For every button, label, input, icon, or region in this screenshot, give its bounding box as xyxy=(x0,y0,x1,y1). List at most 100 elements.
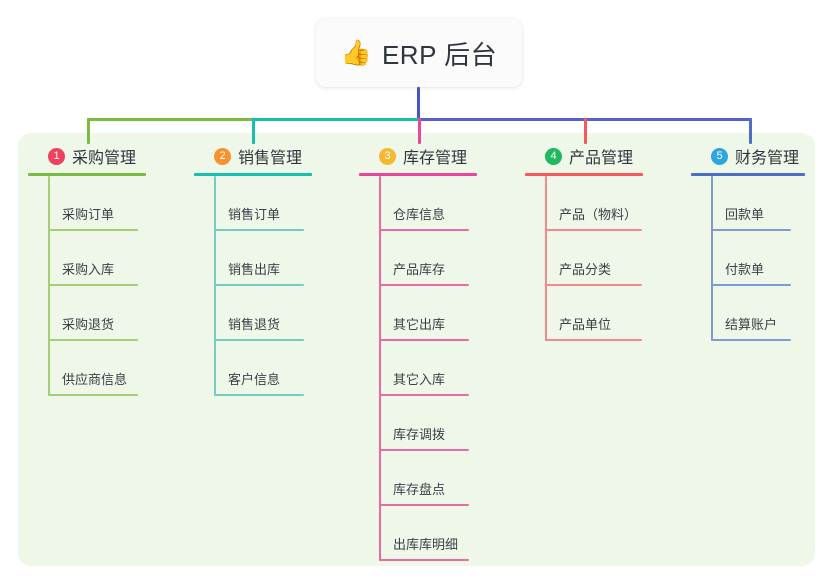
leaf-label: 出库库明细 xyxy=(393,537,459,552)
column-items-inventory: 仓库信息产品库存其它出库其它入库库存调拨库存盘点出库库明细 xyxy=(359,176,477,561)
leaf-node[interactable]: 产品单位 xyxy=(545,286,643,341)
column-rule-inventory xyxy=(359,173,477,176)
leaf-rule xyxy=(379,449,469,451)
leaf-rule xyxy=(711,229,791,231)
leaf-node[interactable]: 出库库明细 xyxy=(379,506,477,561)
leaf-label: 销售出库 xyxy=(228,262,281,277)
leaf-node[interactable]: 产品库存 xyxy=(379,231,477,286)
root-node[interactable]: 👍 ERP 后台 xyxy=(316,19,522,87)
leaf-label: 供应商信息 xyxy=(62,372,128,387)
leaf-label: 采购订单 xyxy=(62,207,115,222)
leaf-node[interactable]: 付款单 xyxy=(711,231,805,286)
column-spine-inventory xyxy=(379,176,381,561)
leaf-rule xyxy=(545,339,642,341)
column-items-sales: 销售订单销售出库销售退货客户信息 xyxy=(194,176,312,396)
column-inventory: 3 库存管理仓库信息产品库存其它出库其它入库库存调拨库存盘点出库库明细 xyxy=(359,143,477,561)
badge-number-inventory: 3 xyxy=(379,147,396,165)
leaf-label: 产品单位 xyxy=(559,317,612,332)
column-header-finance[interactable]: 5 财务管理 xyxy=(691,143,805,169)
leaf-label: 销售退货 xyxy=(228,317,281,332)
column-items-purchase: 采购订单采购入库采购退货供应商信息 xyxy=(28,176,146,396)
leaf-node[interactable]: 库存调拨 xyxy=(379,396,477,451)
leaf-label: 销售订单 xyxy=(228,207,281,222)
column-spine-purchase xyxy=(48,176,50,396)
leaf-rule xyxy=(214,339,304,341)
leaf-node[interactable]: 采购订单 xyxy=(48,176,146,231)
column-items-product: 产品（物料） 产品分类产品单位 xyxy=(525,176,643,341)
leaf-label: 产品（物料） xyxy=(559,207,638,222)
leaf-node[interactable]: 采购退货 xyxy=(48,286,146,341)
segment-teal xyxy=(252,118,420,121)
drop-finance xyxy=(749,118,752,144)
leaf-node[interactable]: 结算账户 xyxy=(711,286,805,341)
column-title-product: 产品管理 xyxy=(569,150,634,167)
leaf-rule xyxy=(379,229,469,231)
column-spine-product xyxy=(545,176,547,341)
leaf-label: 其它入库 xyxy=(393,372,446,387)
leaf-label: 库存调拨 xyxy=(393,427,446,442)
badge-number-sales: 2 xyxy=(214,147,231,165)
leaf-rule xyxy=(545,229,642,231)
leaf-rule xyxy=(379,284,469,286)
column-spine-sales xyxy=(214,176,216,396)
leaf-node[interactable]: 采购入库 xyxy=(48,231,146,286)
root-connector-stem xyxy=(417,87,420,120)
column-header-inventory[interactable]: 3 库存管理 xyxy=(359,143,477,169)
diagram-panel xyxy=(18,133,815,566)
leaf-node[interactable]: 回款单 xyxy=(711,176,805,231)
leaf-rule xyxy=(379,394,469,396)
leaf-label: 付款单 xyxy=(725,262,765,277)
column-rule-finance xyxy=(691,173,805,176)
root-node-label: ERP 后台 xyxy=(381,39,498,70)
leaf-node[interactable]: 产品（物料） xyxy=(545,176,643,231)
leaf-label: 客户信息 xyxy=(228,372,281,387)
leaf-rule xyxy=(48,229,138,231)
badge-number-purchase: 1 xyxy=(48,147,65,165)
leaf-rule xyxy=(711,339,791,341)
column-spine-finance xyxy=(711,176,713,341)
leaf-rule xyxy=(48,394,138,396)
drop-inventory xyxy=(418,118,421,144)
leaf-label: 采购入库 xyxy=(62,262,115,277)
leaf-node[interactable]: 供应商信息 xyxy=(48,341,146,396)
leaf-rule xyxy=(711,284,791,286)
badge-number-finance: 5 xyxy=(711,147,728,165)
leaf-node[interactable]: 销售退货 xyxy=(214,286,312,341)
leaf-label: 仓库信息 xyxy=(393,207,446,222)
column-title-inventory: 库存管理 xyxy=(403,150,468,167)
leaf-node[interactable]: 销售出库 xyxy=(214,231,312,286)
leaf-node[interactable]: 客户信息 xyxy=(214,341,312,396)
column-header-product[interactable]: 4 产品管理 xyxy=(525,143,643,169)
column-rule-sales xyxy=(194,173,312,176)
leaf-rule xyxy=(214,229,304,231)
leaf-node[interactable]: 仓库信息 xyxy=(379,176,477,231)
column-header-sales[interactable]: 2 销售管理 xyxy=(194,143,312,169)
leaf-node[interactable]: 库存盘点 xyxy=(379,451,477,506)
column-finance: 5 财务管理回款单付款单结算账户 xyxy=(691,143,805,341)
leaf-label: 产品分类 xyxy=(559,262,612,277)
leaf-node[interactable]: 销售订单 xyxy=(214,176,312,231)
drop-sales xyxy=(252,118,255,144)
leaf-rule xyxy=(379,559,469,561)
thumbs-up-icon: 👍 xyxy=(340,38,372,67)
leaf-rule xyxy=(545,284,642,286)
column-title-finance: 财务管理 xyxy=(735,150,800,167)
drop-purchase xyxy=(87,118,90,144)
leaf-label: 库存盘点 xyxy=(393,482,446,497)
column-title-sales: 销售管理 xyxy=(238,150,303,167)
leaf-node[interactable]: 产品分类 xyxy=(545,231,643,286)
leaf-label: 采购退货 xyxy=(62,317,115,332)
segment-green xyxy=(87,118,254,121)
leaf-label: 其它出库 xyxy=(393,317,446,332)
drop-product xyxy=(584,118,587,144)
leaf-label: 结算账户 xyxy=(725,317,778,332)
leaf-label: 产品库存 xyxy=(393,262,446,277)
leaf-node[interactable]: 其它入库 xyxy=(379,341,477,396)
badge-number-product: 4 xyxy=(545,147,562,165)
leaf-node[interactable]: 其它出库 xyxy=(379,286,477,341)
column-items-finance: 回款单付款单结算账户 xyxy=(691,176,805,341)
leaf-rule xyxy=(214,394,304,396)
